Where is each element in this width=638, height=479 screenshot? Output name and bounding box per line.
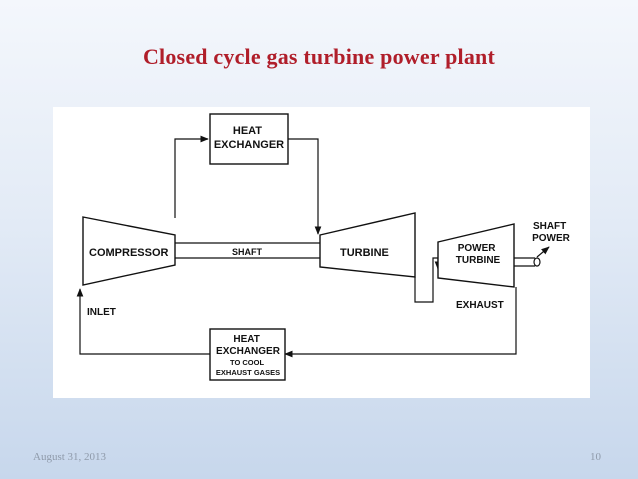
svg-text:POWER TURBINE: POWER TURBINE xyxy=(456,243,501,266)
bottom-heat-exchanger-label-2: EXCHANGER xyxy=(216,346,281,357)
shaft-power-arrow xyxy=(536,246,550,258)
bottom-heat-exchanger-note-1: TO COOL xyxy=(230,358,264,367)
inlet-label: INLET xyxy=(87,307,116,318)
power-turbine-shape xyxy=(437,223,515,288)
shaft-power-label-1: SHAFT xyxy=(533,221,566,232)
top-heat-exchanger-label-1: HEAT xyxy=(233,125,262,137)
compressor-shape xyxy=(82,216,176,286)
cycle-diagram: HEAT EXCHANGER COMPRESSOR SHAFT TURBINE … xyxy=(53,107,590,398)
top-heat-exchanger-box xyxy=(209,113,289,165)
footer-date: August 31, 2013 xyxy=(33,451,107,463)
turbine-label: TURBINE xyxy=(340,247,389,259)
bottom-heat-exchanger-box xyxy=(209,328,286,381)
page-number: 10 xyxy=(590,451,601,463)
flow-line-inlet xyxy=(76,288,210,355)
compressor-label: COMPRESSOR xyxy=(89,247,169,259)
power-turbine-label-1: POWER xyxy=(458,243,497,254)
diagram-svg: HEAT EXCHANGER COMPRESSOR SHAFT TURBINE … xyxy=(76,113,571,381)
turbine-shape xyxy=(319,212,416,278)
flow-line-compressor-to-heat-exchanger xyxy=(174,135,209,218)
flow-line-heat-exchanger-to-turbine xyxy=(288,138,322,235)
shaft-power-end xyxy=(533,257,541,267)
exhaust-label: EXHAUST xyxy=(456,300,504,311)
flow-line-exhaust xyxy=(284,287,517,358)
bottom-heat-exchanger-note-2: EXHAUST GASES xyxy=(216,368,280,377)
svg-text:HEAT EXCHANGER: HEAT EXCHANGER xyxy=(216,334,281,357)
power-turbine-label-2: TURBINE xyxy=(456,255,501,266)
svg-text:TO COOL EXHAUST GASES: TO COOL EXHAUST GASES xyxy=(216,358,280,377)
shaft-power-label-2: POWER xyxy=(532,233,571,244)
shaft-label: SHAFT xyxy=(232,247,262,257)
svg-text:SHAFT POWER: SHAFT POWER xyxy=(532,221,571,244)
top-heat-exchanger-label-2: EXCHANGER xyxy=(214,139,284,151)
bottom-heat-exchanger-label-1: HEAT xyxy=(233,334,259,345)
flow-line-turbine-to-power-turbine xyxy=(414,257,442,303)
svg-text:HEAT EXCHANGER: HEAT EXCHANGER xyxy=(214,125,284,151)
slide-title: Closed cycle gas turbine power plant xyxy=(142,44,496,69)
